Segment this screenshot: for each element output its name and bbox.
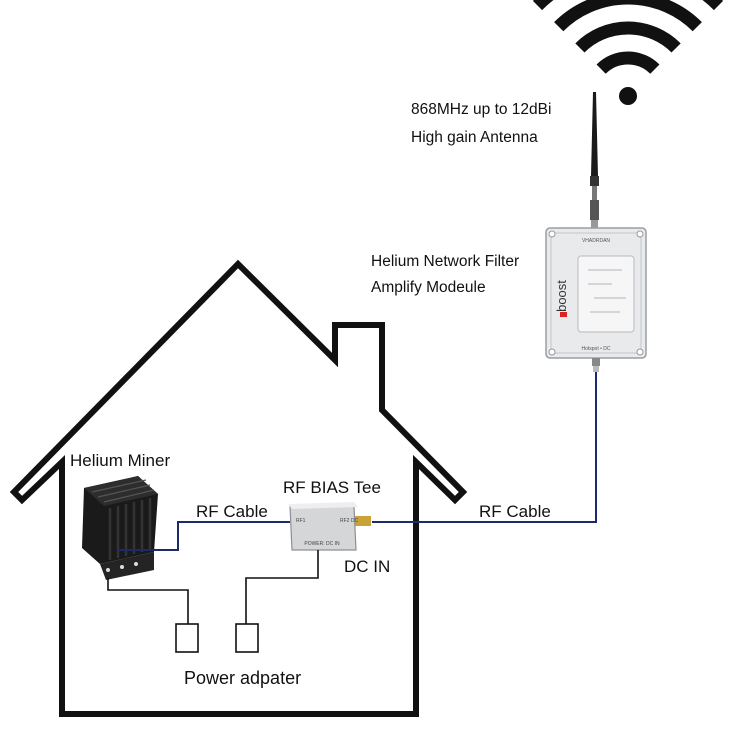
helium-miner-label: Helium Miner: [70, 451, 170, 470]
bias-tee-label: RF BIAS Tee: [283, 478, 381, 497]
outer-rf-cable: [372, 372, 597, 523]
house-outline: [9, 259, 468, 717]
helium-miner-device: [82, 476, 158, 580]
inner-rf-cable: [118, 521, 290, 551]
antenna-icon: [590, 92, 599, 230]
bias-tee-rf1-text: RF1: [296, 518, 306, 524]
filter-label-line2: Amplify Modeule: [371, 279, 486, 296]
filter-amplifier-module: boost VHADRDAN Hotspot • DC: [545, 227, 647, 359]
antenna-label-line2: High gain Antenna: [411, 129, 538, 146]
power-adapter-left: [175, 623, 199, 653]
dc-in-label: DC IN: [344, 557, 390, 576]
miner-power-wire: [107, 578, 189, 624]
power-adapter-right: [235, 623, 259, 653]
module-bottom-port-text: Hotspot • DC: [582, 346, 611, 352]
bias-tee-power-text: POWER: DC IN: [304, 541, 340, 547]
module-top-port-text: VHADRDAN: [582, 238, 610, 244]
wifi-signal-icon: [532, 0, 724, 105]
filter-label-line1: Helium Network Filter: [371, 253, 519, 270]
rf-bias-tee-device: RF1 RF2 DC POWER: DC IN: [288, 502, 371, 551]
bias-tee-power-wire: [245, 550, 319, 624]
module-bottom-connector: [592, 358, 600, 372]
bias-tee-rf2-text: RF2 DC: [340, 518, 358, 524]
module-brand-text: boost: [554, 280, 569, 312]
house-roof-inner: [62, 286, 416, 462]
antenna-label-line1: 868MHz up to 12dBi: [411, 101, 551, 118]
inner-rf-cable-label: RF Cable: [196, 502, 268, 521]
power-adapter-label: Power adpater: [184, 668, 301, 688]
outer-rf-cable-label: RF Cable: [479, 502, 551, 521]
